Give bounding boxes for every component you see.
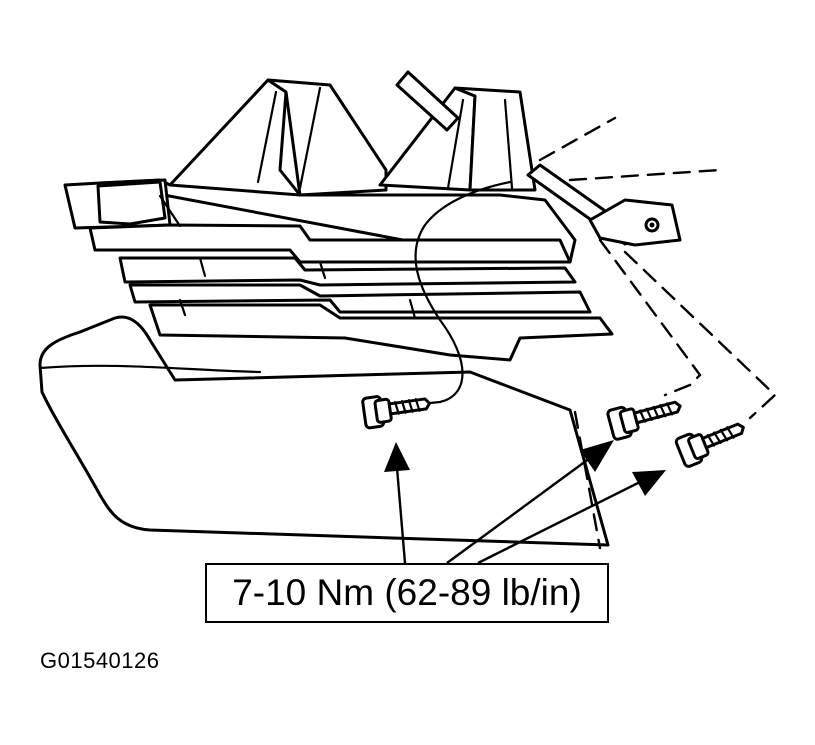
arrow-icon (384, 442, 410, 472)
lower-housing (38, 315, 610, 550)
wire (414, 180, 512, 405)
bolt-icon (674, 422, 745, 468)
rib-stack (63, 178, 614, 362)
leader-arrows (384, 440, 666, 565)
alignment-lines (538, 116, 777, 420)
arrow-icon (580, 440, 614, 472)
bolt-icon (361, 395, 432, 430)
bolt-icon (606, 400, 682, 441)
torque-spec-label: 7-10 Nm (62-89 lb/in) (205, 563, 609, 623)
arrow-icon (632, 470, 666, 496)
figure-id: G01540126 (40, 648, 160, 673)
